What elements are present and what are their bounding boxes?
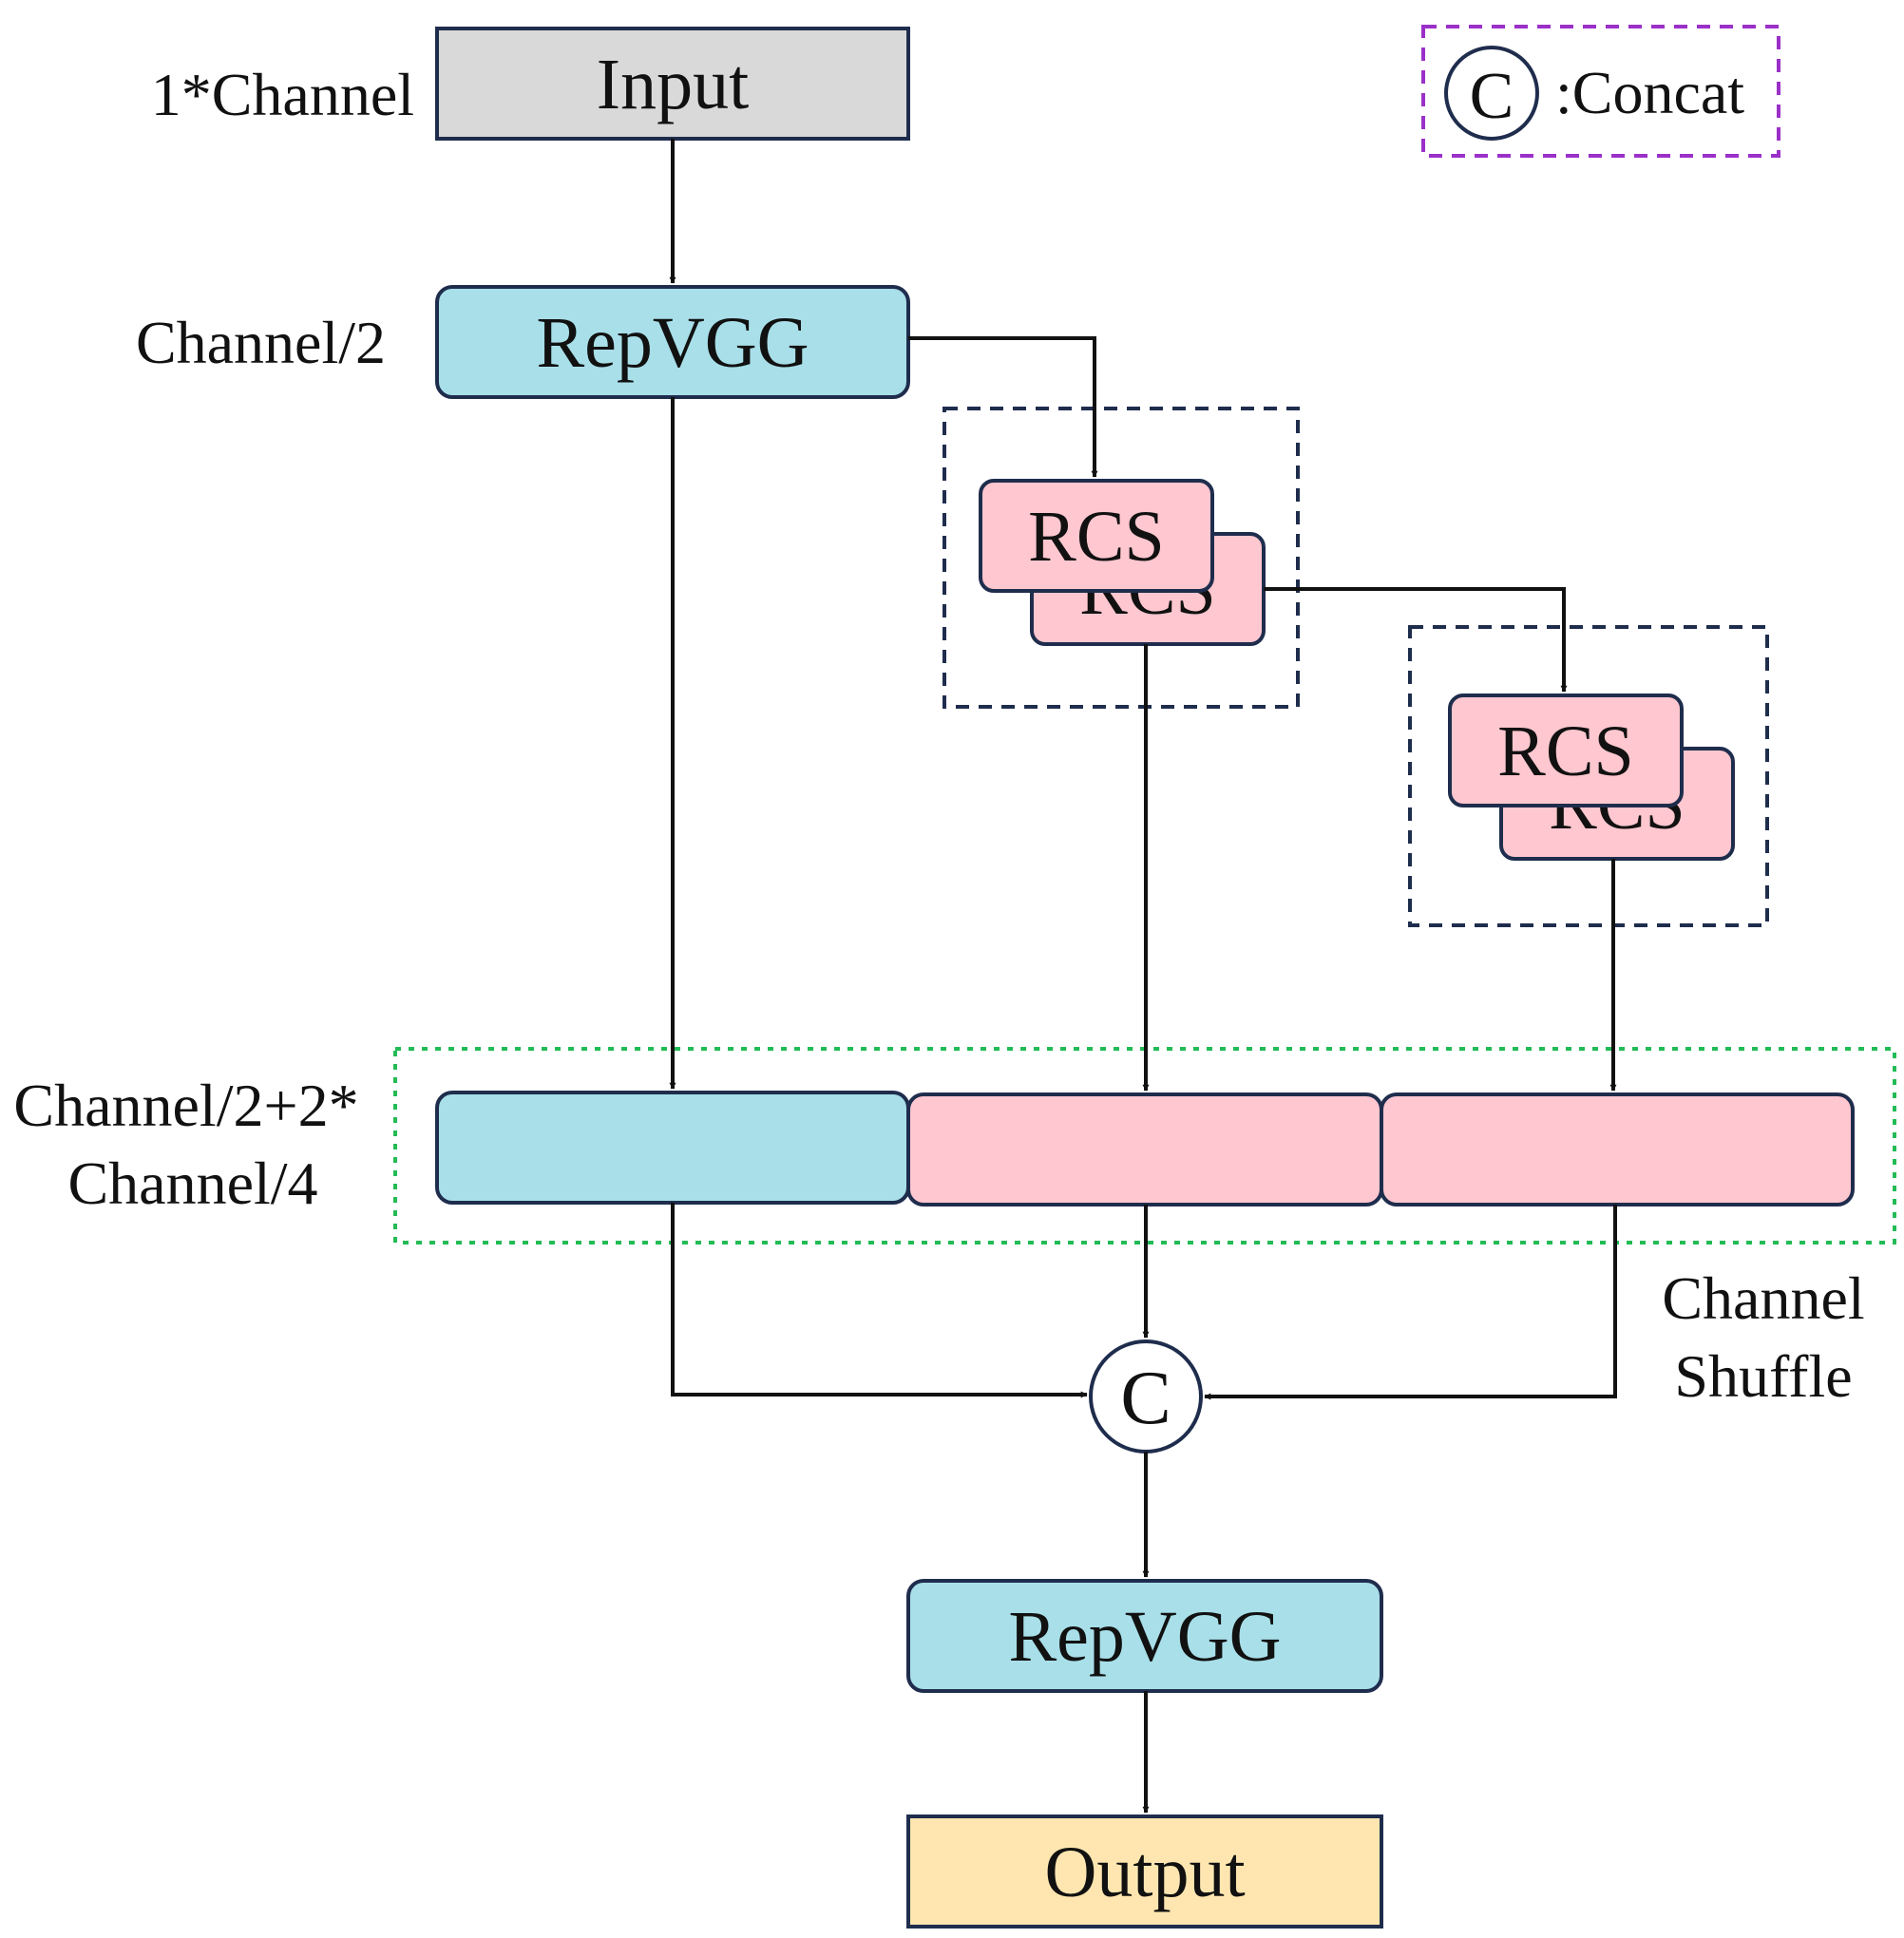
legend-concat-icon xyxy=(1444,46,1539,141)
output-node xyxy=(906,1814,1383,1928)
repvgg-channels-label: Channel/2 xyxy=(136,309,386,376)
legend: C :Concat xyxy=(1421,25,1780,158)
rcs-1-node xyxy=(979,479,1214,593)
legend-box xyxy=(1421,25,1780,158)
edge-segment-3-to-concat xyxy=(1204,1205,1617,1400)
rcs-2-node-label: RCS xyxy=(1497,712,1634,791)
input-node-label: Input xyxy=(597,45,749,124)
rcs-2-node xyxy=(1448,694,1684,808)
concat-channels-label-line1: Channel/2+2* xyxy=(13,1072,358,1139)
concat-segment-repvgg xyxy=(435,1091,910,1205)
concat-channels-label-line2: Channel/4 xyxy=(67,1150,317,1217)
edge-rcs-1-to-rcs-2 xyxy=(1264,587,1568,693)
legend-concat-symbol: C xyxy=(1470,60,1514,133)
input-node xyxy=(435,27,910,141)
edge-repvgg-to-rcs-1 xyxy=(908,336,1098,478)
concat-segment-rcs-2 xyxy=(1380,1092,1855,1206)
channel-shuffle-label-line2: Shuffle xyxy=(1674,1342,1852,1410)
legend-concat-text: :Concat xyxy=(1555,59,1744,126)
output-node-label: Output xyxy=(1044,1833,1245,1912)
rcs-1-node-label: RCS xyxy=(1028,497,1165,577)
repvgg-bottom-node-label: RepVGG xyxy=(1008,1597,1281,1677)
concat-node-label: C xyxy=(1120,1357,1171,1440)
rcs-group-2-box xyxy=(1408,625,1769,927)
channel-shuffle-label-line1: Channel xyxy=(1662,1264,1864,1332)
edges xyxy=(669,139,1617,1814)
repvgg-top-node-label: RepVGG xyxy=(536,303,809,383)
input-channels-label: 1*Channel xyxy=(151,61,414,128)
edge-segment-1-to-concat xyxy=(671,1203,1088,1398)
rcs-group-1-box xyxy=(942,407,1300,709)
concat-segment-rcs-1 xyxy=(906,1092,1383,1206)
